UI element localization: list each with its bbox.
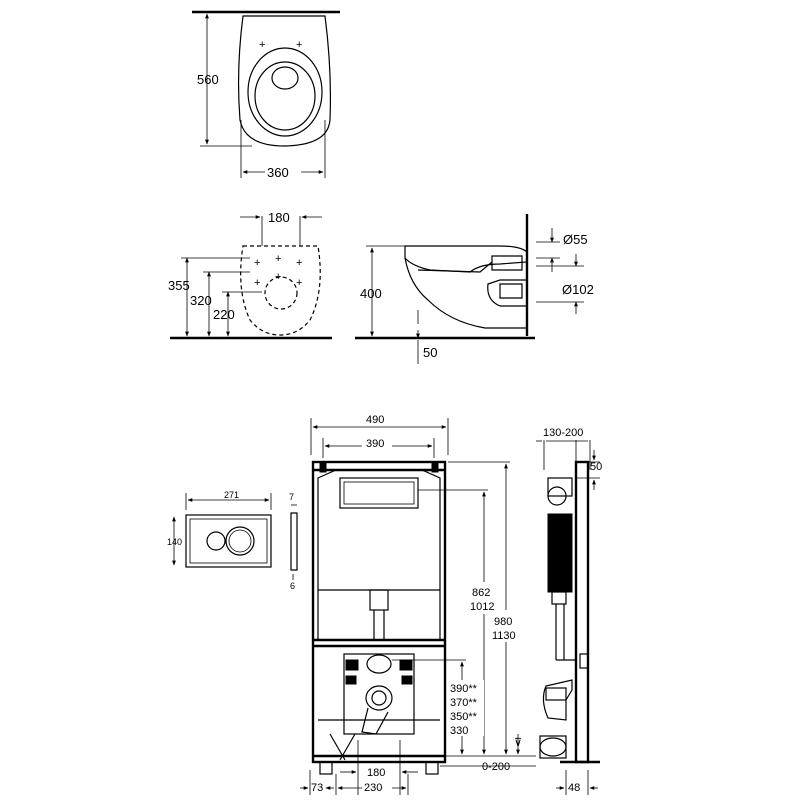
dim-outlet: Ø102 [562,282,594,297]
toilet-front-view: + + + + + + 180 355 320 220 [168,210,332,340]
flush-plate: 271 140 7 6 [167,490,298,591]
dim-130-200: 130-200 [543,427,583,439]
dim-50-side: 50 [590,461,602,473]
svg-text:+: + [275,271,281,283]
bolt-mark-left: + [259,39,265,51]
svg-text:+: + [296,257,302,269]
dim-230: 230 [364,782,382,794]
dim-180-frame: 180 [367,767,385,779]
dim-7: 7 [289,492,294,502]
dim-320: 320 [190,293,212,308]
svg-text:+: + [275,253,281,265]
dim-271: 271 [224,490,239,500]
dim-1130: 1130 [492,630,516,642]
dim-390: 390 [366,438,384,450]
dim-360: 360 [267,165,289,180]
dim-330: 330 [450,725,468,737]
dim-73: 73 [311,782,323,794]
dim-390-star: 390** [450,683,478,695]
dim-355: 355 [168,278,190,293]
dim-350-star: 350** [450,711,478,723]
dim-48: 48 [568,782,580,794]
install-frame-front: 490 390 [300,414,536,795]
svg-text:+: + [296,277,302,289]
dim-560: 560 [197,72,219,87]
dim-140: 140 [167,537,182,547]
svg-text:⊽: ⊽ [514,737,522,749]
dim-inlet: Ø55 [563,232,588,247]
toilet-side-view: 400 Ø55 Ø102 50 [355,214,594,364]
dim-400: 400 [360,286,382,301]
dim-50: 50 [423,345,437,360]
svg-text:+: + [254,277,260,289]
dim-6: 6 [290,581,295,591]
toilet-top-view: + + 560 360 [192,10,340,180]
dim-980: 980 [494,616,512,628]
svg-text:+: + [254,257,260,269]
dim-220: 220 [213,307,235,322]
dim-370-star: 370** [450,697,478,709]
dim-180-front: 180 [268,210,290,225]
dim-490: 490 [366,414,384,426]
bolt-mark-right: + [296,39,302,51]
dim-1012: 1012 [470,601,494,613]
dim-0-200: 0-200 [482,761,510,773]
install-frame-side: 130-200 50 48 [536,427,602,795]
dim-862: 862 [472,587,490,599]
